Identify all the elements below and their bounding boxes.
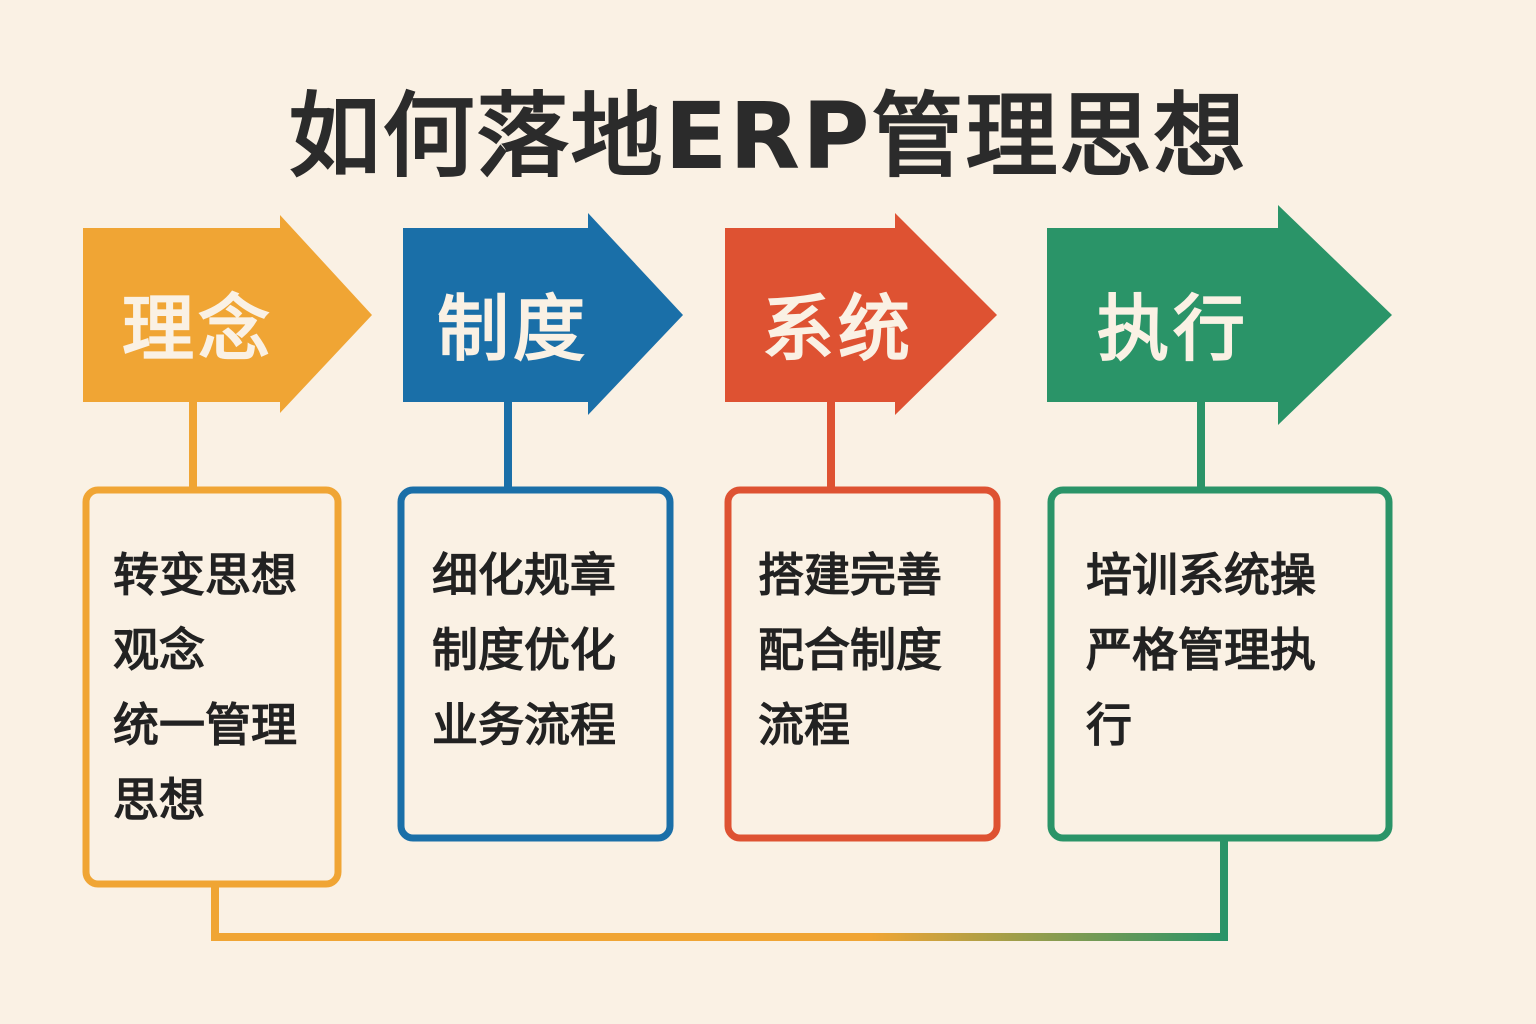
desc-line: 严格管理执: [1086, 623, 1316, 677]
step-desc-3: 搭建完善 配合制度 流程: [758, 538, 942, 763]
step-desc-4: 培训系统操 严格管理执 行: [1086, 538, 1316, 763]
step-label-3: 系统: [762, 287, 915, 371]
step-desc-1: 转变思想 观念 统一管理 思想: [113, 538, 297, 838]
desc-line: 配合制度: [758, 623, 942, 677]
box-2: [397, 486, 674, 842]
arrow-xitong: [725, 213, 997, 415]
desc-line: 转变思想: [113, 548, 297, 602]
desc-line: 培训系统操: [1086, 548, 1316, 602]
desc-line: 搭建完善: [758, 548, 942, 602]
desc-line: 统一管理: [113, 698, 297, 752]
arrow-zhixing: [1047, 205, 1392, 425]
desc-line: 思想: [113, 773, 205, 827]
step-desc-2: 细化规章 制度优化 业务流程: [432, 538, 616, 763]
box-3: [724, 486, 1001, 842]
desc-line: 业务流程: [432, 698, 616, 752]
desc-line: 观念: [113, 623, 205, 677]
step-label-4: 执行: [1097, 287, 1250, 371]
arrow-linian: [83, 215, 372, 413]
desc-line: 行: [1086, 698, 1132, 752]
arrow-zhidu: [403, 213, 683, 415]
desc-line: 细化规章: [432, 548, 616, 602]
desc-line: 流程: [758, 698, 850, 752]
page-title: 如何落地ERP管理思想: [288, 83, 1248, 190]
step-label-1: 理念: [122, 287, 275, 371]
feedback-loop-line: [211, 838, 1228, 941]
desc-line: 制度优化: [432, 623, 616, 677]
step-label-2: 制度: [437, 287, 590, 371]
